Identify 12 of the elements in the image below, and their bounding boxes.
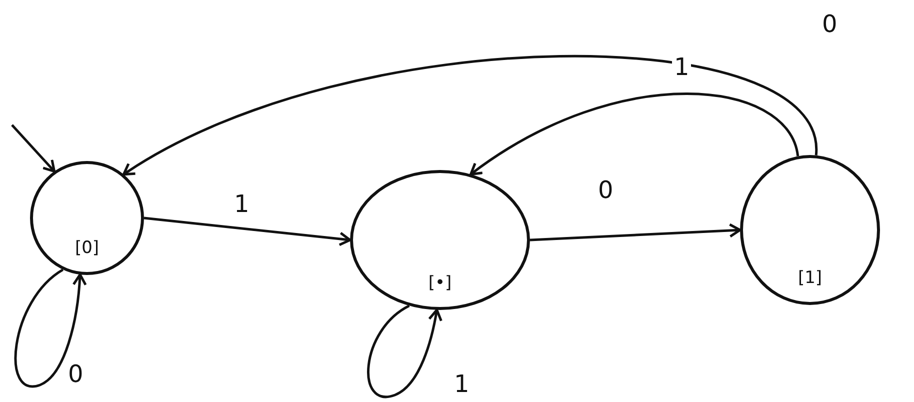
state-circle bbox=[350, 170, 530, 310]
state-label: [0] bbox=[74, 238, 100, 258]
state-circle bbox=[30, 161, 144, 275]
arrow bbox=[11, 124, 56, 173]
state-label: [1] bbox=[798, 268, 822, 288]
state-label: [•] bbox=[428, 273, 452, 293]
state-circle bbox=[740, 155, 880, 305]
self-loop-arrow bbox=[367, 304, 442, 398]
self-loop-arrow bbox=[14, 268, 87, 388]
arrow bbox=[470, 92, 800, 176]
arrow bbox=[144, 216, 352, 246]
arrow bbox=[530, 223, 742, 242]
